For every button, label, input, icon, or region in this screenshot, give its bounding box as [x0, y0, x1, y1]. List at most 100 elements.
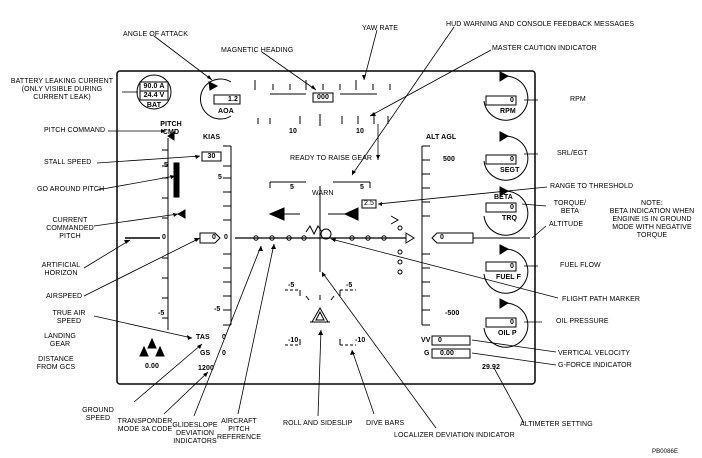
callout-oil-pressure: OIL PRESSURE [556, 318, 609, 325]
callout-flight-path-marker: FLIGHT PATH MARKER [562, 296, 641, 303]
rpm-value: 0 [510, 97, 514, 104]
pitch-tick-0: 0 [162, 234, 166, 241]
rpm-label: RPM [500, 108, 516, 115]
pitch-ladder-left: 5 [290, 184, 294, 191]
callout-stall-speed: STALL SPEED [44, 159, 92, 166]
callout-magnetic-heading: MAGNETIC HEADING [221, 47, 294, 54]
gs-label: GS [200, 350, 211, 357]
segt-label: SEGT [500, 167, 520, 174]
callout-go-around-pitch: GO AROUND PITCH [37, 186, 105, 193]
aoa-dial [200, 78, 232, 120]
kias-tick-5: 5 [218, 174, 222, 181]
rpm-dial [483, 75, 529, 121]
fuel-dial [483, 248, 529, 294]
battery-current-value: 90.0 A [143, 83, 165, 90]
alt-tick-500: 500 [443, 156, 455, 163]
pitch-cmd-label: PITCH CMD [160, 121, 182, 136]
callout-torque-beta: TORQUE/ BETA [553, 200, 587, 215]
go-around-pitch-bar [173, 162, 180, 198]
altimeter-value: 29.92 [482, 364, 501, 371]
callout-note: NOTE: BETA INDICATION WHEN ENGINE IS IN … [609, 200, 695, 239]
trq-dial [483, 190, 529, 236]
callout-hud-warning: HUD WARNING AND CONSOLE FEEDBACK MESSAGE… [446, 21, 635, 28]
transponder-value: 1200 [198, 365, 214, 372]
oil-dial [483, 302, 529, 348]
callout-glideslope: GLIDESLOPE DEVIATION INDICATORS [172, 422, 218, 445]
oil-value: 0 [510, 319, 514, 326]
alt-agl-label: ALT AGL [426, 134, 457, 141]
master-caution-left [268, 207, 285, 221]
pitch-tick-minus5: -5 [158, 310, 165, 317]
callout-altitude: ALTITUDE [549, 221, 584, 228]
battery-label: BAT [146, 102, 162, 109]
callout-artificial-horizon: ARTIFICIAL HORIZON [41, 262, 81, 277]
alt-tick-minus500: -500 [445, 310, 460, 317]
roll-ladder-bottom-left: -10 [288, 337, 299, 344]
aoa-value: 1.2 [227, 96, 238, 103]
roll-ladder-top-right: -5 [346, 282, 353, 289]
altitude-box [431, 232, 474, 244]
callout-vertical-velocity: VERTICAL VELOCITY [558, 350, 631, 357]
gs-value: 0 [222, 350, 226, 357]
master-caution-right [343, 207, 359, 221]
fuel-value: 0 [510, 263, 514, 270]
tas-label: TAS [196, 334, 210, 341]
tas-value: 0 [222, 334, 226, 341]
callout-true-air-speed: TRUE AIR SPEED [52, 310, 86, 325]
airspeed-value: 0 [212, 234, 216, 241]
segt-dial [483, 135, 529, 181]
vv-value: 0 [438, 337, 442, 344]
pitch-tick-5: 5 [164, 162, 168, 169]
heading-value: 000 [317, 94, 329, 101]
segt-value: 0 [510, 156, 514, 163]
callout-range-to-threshold: RANGE TO THRESHOLD [550, 183, 634, 190]
figure-id: PB0086E [652, 449, 679, 455]
roll-ladder-top-left: -5 [288, 282, 295, 289]
beta-label: BETA [494, 194, 513, 201]
callout-yaw-rate: YAW RATE [362, 25, 399, 32]
callout-angle-of-attack: ANGLE OF ATTACK [123, 31, 189, 38]
callout-master-caution: MASTER CAUTION INDICATOR [492, 45, 597, 52]
kias-tick-minus5: -5 [214, 306, 221, 313]
heading-tick-right: 10 [356, 128, 364, 135]
trq-value: 0 [510, 204, 514, 211]
pitch-ladder-right: 5 [360, 184, 364, 191]
ready-message: READY TO RAISE GEAR [290, 155, 373, 162]
hud-frame [116, 70, 536, 385]
callout-fuel-flow: FUEL FLOW [560, 262, 601, 269]
callout-dive-bars: DIVE BARS [366, 420, 405, 427]
g-value: 0.00 [440, 350, 455, 357]
trq-label: TRQ [502, 215, 518, 222]
oil-label: OIL P [498, 330, 517, 337]
airspeed-box [199, 232, 221, 244]
warn-message: WARN [312, 190, 334, 197]
callout-rpm: RPM [570, 96, 586, 103]
altitude-value: 0 [440, 234, 444, 241]
fuel-label: FUEL F [496, 274, 521, 281]
kias-tick-0: 0 [224, 234, 228, 241]
callout-altimeter-setting: ALTIMETER SETTING [520, 421, 593, 428]
callout-battery-leaking-current: BATTERY LEAKING CURRENT (ONLY VISIBLE DU… [10, 78, 114, 101]
vv-label: VV [421, 337, 431, 344]
callout-landing-gear: LANDING GEAR [44, 333, 76, 348]
heading-tick-left: 10 [289, 128, 297, 135]
flight-path-marker [320, 228, 332, 240]
callout-airspeed: AIRSPEED [46, 293, 83, 300]
callout-srl-egt: SRL/EGT [557, 150, 588, 157]
aoa-label: AOA [218, 108, 234, 115]
battery-voltage-value: 24.4 V [143, 92, 165, 99]
range-threshold-value: 2.5 [363, 200, 375, 207]
callout-current-commanded-pitch: CURRENT COMMANDED PITCH [46, 217, 94, 240]
callout-transponder: TRANSPONDER MODE 3A CODE [117, 418, 173, 433]
g-label: G [424, 350, 430, 357]
callout-ground-speed: GROUND SPEED [82, 407, 114, 422]
kias-label: KIAS [203, 134, 221, 141]
callout-distance-from-gcs: DISTANCE FROM GCS [36, 356, 76, 371]
callout-localizer: LOCALIZER DEVIATION INDICATOR [394, 432, 515, 439]
callout-pitch-command: PITCH COMMAND [44, 127, 106, 134]
callout-aircraft-pitch-reference: AIRCRAFT PITCH REFERENCE [216, 418, 262, 441]
callout-roll-and-sideslip: ROLL AND SIDESLIP [283, 420, 353, 427]
roll-ladder-bottom-right: -10 [355, 337, 366, 344]
